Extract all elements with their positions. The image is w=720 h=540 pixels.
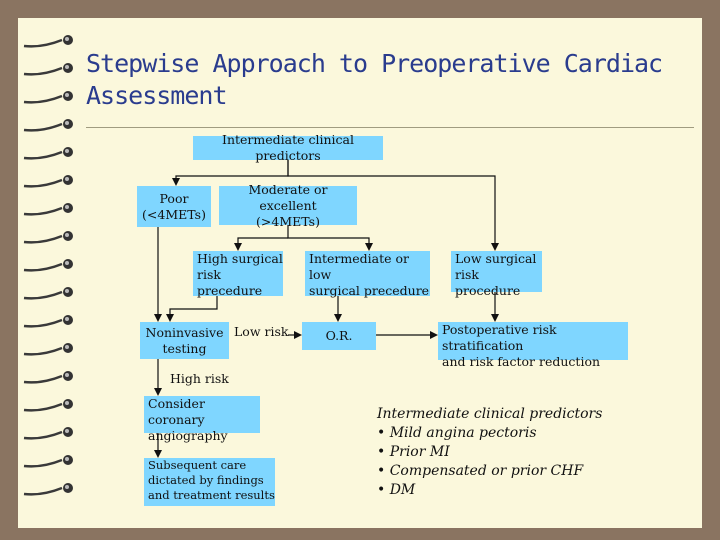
noninvasive-line-1: Noninvasive bbox=[145, 324, 224, 340]
node-moderate-capacity: Moderate or excellent (>4METs) bbox=[219, 182, 357, 229]
connector-moderate-to-surgical bbox=[287, 225, 373, 251]
binding-ring-icon bbox=[23, 399, 73, 412]
coronary-line-2: angiography bbox=[148, 428, 228, 443]
noninvasive-line-2: testing bbox=[162, 340, 207, 356]
label-high-risk: High risk bbox=[170, 371, 229, 386]
low-surgical-line-1: Low surgical bbox=[455, 251, 537, 266]
binding-ring-icon bbox=[23, 427, 73, 440]
node-subsequent-care: Subsequent care dictated by findings and… bbox=[144, 458, 275, 506]
label-low-risk: Low risk bbox=[234, 324, 289, 339]
binding-ring-icon bbox=[23, 175, 73, 188]
high-surgical-line-1: High surgical bbox=[197, 251, 283, 266]
subsequent-line-3: and treatment results bbox=[148, 488, 275, 502]
notes-item: • DM bbox=[377, 482, 416, 498]
binding-ring-icon bbox=[23, 63, 73, 76]
binding-ring-icon bbox=[23, 91, 73, 104]
node-high-surgical-risk: High surgical risk precedure bbox=[193, 251, 283, 298]
binding-ring-icon bbox=[23, 483, 73, 496]
binding-ring-icon bbox=[23, 259, 73, 272]
slide-title: Stepwise Approach to Preoperative Cardia… bbox=[86, 48, 686, 112]
node-noninvasive-testing: Noninvasive testing bbox=[140, 322, 229, 359]
binding-ring-icon bbox=[23, 371, 73, 384]
binding-ring-icon bbox=[23, 35, 73, 48]
binding-ring-icon bbox=[23, 287, 73, 300]
node-coronary-angiography: Consider coronary angiography bbox=[144, 396, 260, 443]
binding-ring-icon bbox=[23, 315, 73, 328]
moderate-line-2: (>4METs) bbox=[256, 213, 320, 229]
node-postoperative: Postoperative risk stratification and ri… bbox=[438, 322, 628, 369]
notes-item: • Mild angina pectoris bbox=[377, 425, 537, 441]
node-low-surgical-risk: Low surgical risk procedure bbox=[451, 251, 542, 298]
postop-line-2: and risk factor reduction bbox=[442, 354, 601, 369]
connector-predictors-to-low-surgical bbox=[287, 160, 499, 251]
high-surgical-line-2: risk precedure bbox=[197, 267, 263, 298]
binding-ring-icon bbox=[23, 147, 73, 160]
poor-line-2: (<4METs) bbox=[142, 206, 206, 222]
notes-heading: Intermediate clinical predictors bbox=[377, 406, 603, 422]
intermediate-low-line-1: Intermediate or low bbox=[309, 251, 409, 282]
node-or: O.R. bbox=[302, 322, 376, 350]
notes-item: • Compensated or prior CHF bbox=[377, 463, 584, 479]
predictor-notes: Intermediate clinical predictors • Mild … bbox=[377, 405, 602, 500]
poor-line-1: Poor bbox=[159, 190, 189, 206]
title-line-1: Stepwise Approach to Preoperative Cardia… bbox=[86, 49, 663, 78]
binding-ring-icon bbox=[23, 231, 73, 244]
connector-moderate-to-high bbox=[234, 237, 288, 251]
binding-ring-icon bbox=[23, 455, 73, 468]
binding-ring-icon bbox=[23, 119, 73, 132]
subsequent-line-1: Subsequent care bbox=[148, 458, 247, 472]
coronary-line-1: Consider coronary bbox=[148, 396, 205, 427]
title-line-2: Assessment bbox=[86, 81, 228, 110]
binding-ring-icon bbox=[23, 343, 73, 356]
node-intermediate-predictors: Intermediate clinical predictors bbox=[193, 132, 383, 163]
notes-item: • Prior MI bbox=[377, 444, 450, 460]
intermediate-low-line-2: surgical precedure bbox=[309, 283, 430, 298]
postop-line-1: Postoperative risk stratification bbox=[442, 322, 557, 353]
title-divider bbox=[86, 127, 694, 128]
connector-high-to-noninvasive bbox=[166, 296, 218, 322]
subsequent-line-2: dictated by findings bbox=[148, 473, 264, 487]
low-surgical-line-2: risk procedure bbox=[455, 267, 521, 298]
binding-ring-icon bbox=[23, 203, 73, 216]
node-intermediate-low-surgical: Intermediate or low surgical precedure bbox=[305, 251, 430, 298]
node-poor-capacity: Poor (<4METs) bbox=[137, 186, 211, 227]
moderate-line-1: Moderate or excellent bbox=[248, 181, 328, 213]
